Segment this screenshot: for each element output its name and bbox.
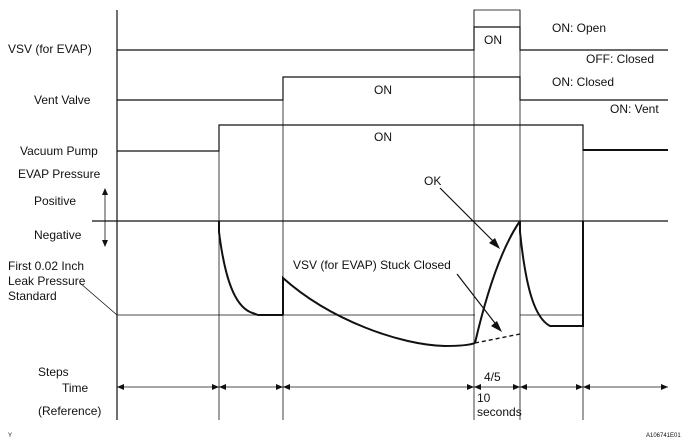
standard-label-line2: Leak Pressure xyxy=(8,274,86,288)
vent-valve-state-off: ON: Vent xyxy=(610,102,659,116)
vsv-label: VSV (for EVAP) xyxy=(8,42,92,56)
step-label-4-5: 4/5 xyxy=(484,370,501,384)
vsv-on-text: ON xyxy=(484,33,502,47)
axis-reference-label: (Reference) xyxy=(38,404,101,418)
annotation-ok-arrowhead-icon xyxy=(489,238,500,249)
axis-time-label: Time xyxy=(62,381,89,395)
vent-valve-on-text: ON xyxy=(374,83,392,97)
vsv-pulse-box xyxy=(473,9,521,28)
duration-unit: seconds xyxy=(477,405,522,419)
polarity-arrow-up-icon xyxy=(102,188,108,195)
vent-valve-waveform xyxy=(117,76,668,101)
annotation-stuck-closed: VSV (for EVAP) Stuck Closed xyxy=(293,258,451,272)
pressure-curve-first-draw xyxy=(218,221,283,316)
pressure-curve-stuck-dashed xyxy=(474,333,521,344)
vsv-state-on: ON: Open xyxy=(552,21,606,35)
pressure-negative-label: Negative xyxy=(34,228,82,242)
vacuum-pump-label: Vacuum Pump xyxy=(20,144,98,158)
vacuum-pump-waveform xyxy=(117,124,584,152)
annotation-stuck-arrowhead-icon xyxy=(491,321,502,332)
axis-steps-label: Steps xyxy=(38,365,69,379)
standard-leader-line xyxy=(79,282,118,316)
polarity-arrow-down-icon xyxy=(102,240,108,247)
pressure-curve-second-draw xyxy=(282,275,476,348)
evap-pressure-title: EVAP Pressure xyxy=(18,167,101,181)
annotation-ok: OK xyxy=(424,174,441,188)
pressure-curve-ok-rise xyxy=(474,220,521,344)
pressure-curve-third-draw xyxy=(519,221,584,327)
vacuum-pump-on-text: ON xyxy=(374,130,392,144)
vent-valve-label: Vent Valve xyxy=(34,93,91,107)
vsv-state-off: OFF: Closed xyxy=(586,52,654,66)
annotation-stuck-arrow-line xyxy=(456,273,499,328)
corner-mark-left: Y xyxy=(8,433,12,439)
pressure-positive-label: Positive xyxy=(34,194,76,208)
duration-value: 10 xyxy=(477,391,491,405)
time-axis-arrowheads xyxy=(117,384,668,390)
vent-valve-state-on: ON: Closed xyxy=(552,75,614,89)
standard-label-line3: Standard xyxy=(8,289,57,303)
figure-code: A106741E01 xyxy=(646,433,681,439)
annotation-ok-arrow-line xyxy=(439,187,497,245)
standard-label-line1: First 0.02 Inch xyxy=(8,259,84,273)
